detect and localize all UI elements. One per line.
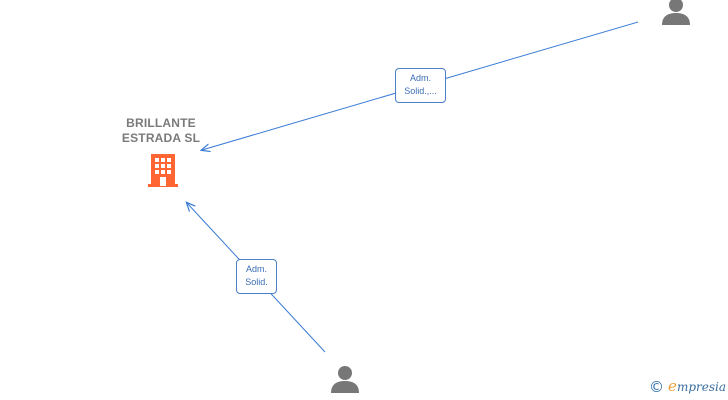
relation-label-line1: Adm. [245,264,267,274]
company-name[interactable]: BRILLANTE ESTRADA SL [106,116,216,146]
relation-label-line1: Adm. [409,73,431,83]
person-icon[interactable] [660,0,692,26]
company-name-line1: BRILLANTE [126,116,196,130]
relation-label-line2: Solid.,... [404,86,437,96]
company-name-line2: ESTRADA SL [121,131,201,145]
relation-label[interactable]: Adm. Solid. [236,259,277,294]
building-icon[interactable] [146,152,180,188]
brand-watermark: © empresia [649,377,726,396]
relation-label[interactable]: Adm. Solid.,... [395,68,446,103]
copyright-symbol: © [649,377,665,396]
brand-initial: e [668,377,677,395]
relation-label-line2: Solid. [245,277,268,287]
brand-name: mpresia [676,380,726,394]
person-icon[interactable] [329,364,361,394]
brand-logo: empresia [668,377,726,396]
